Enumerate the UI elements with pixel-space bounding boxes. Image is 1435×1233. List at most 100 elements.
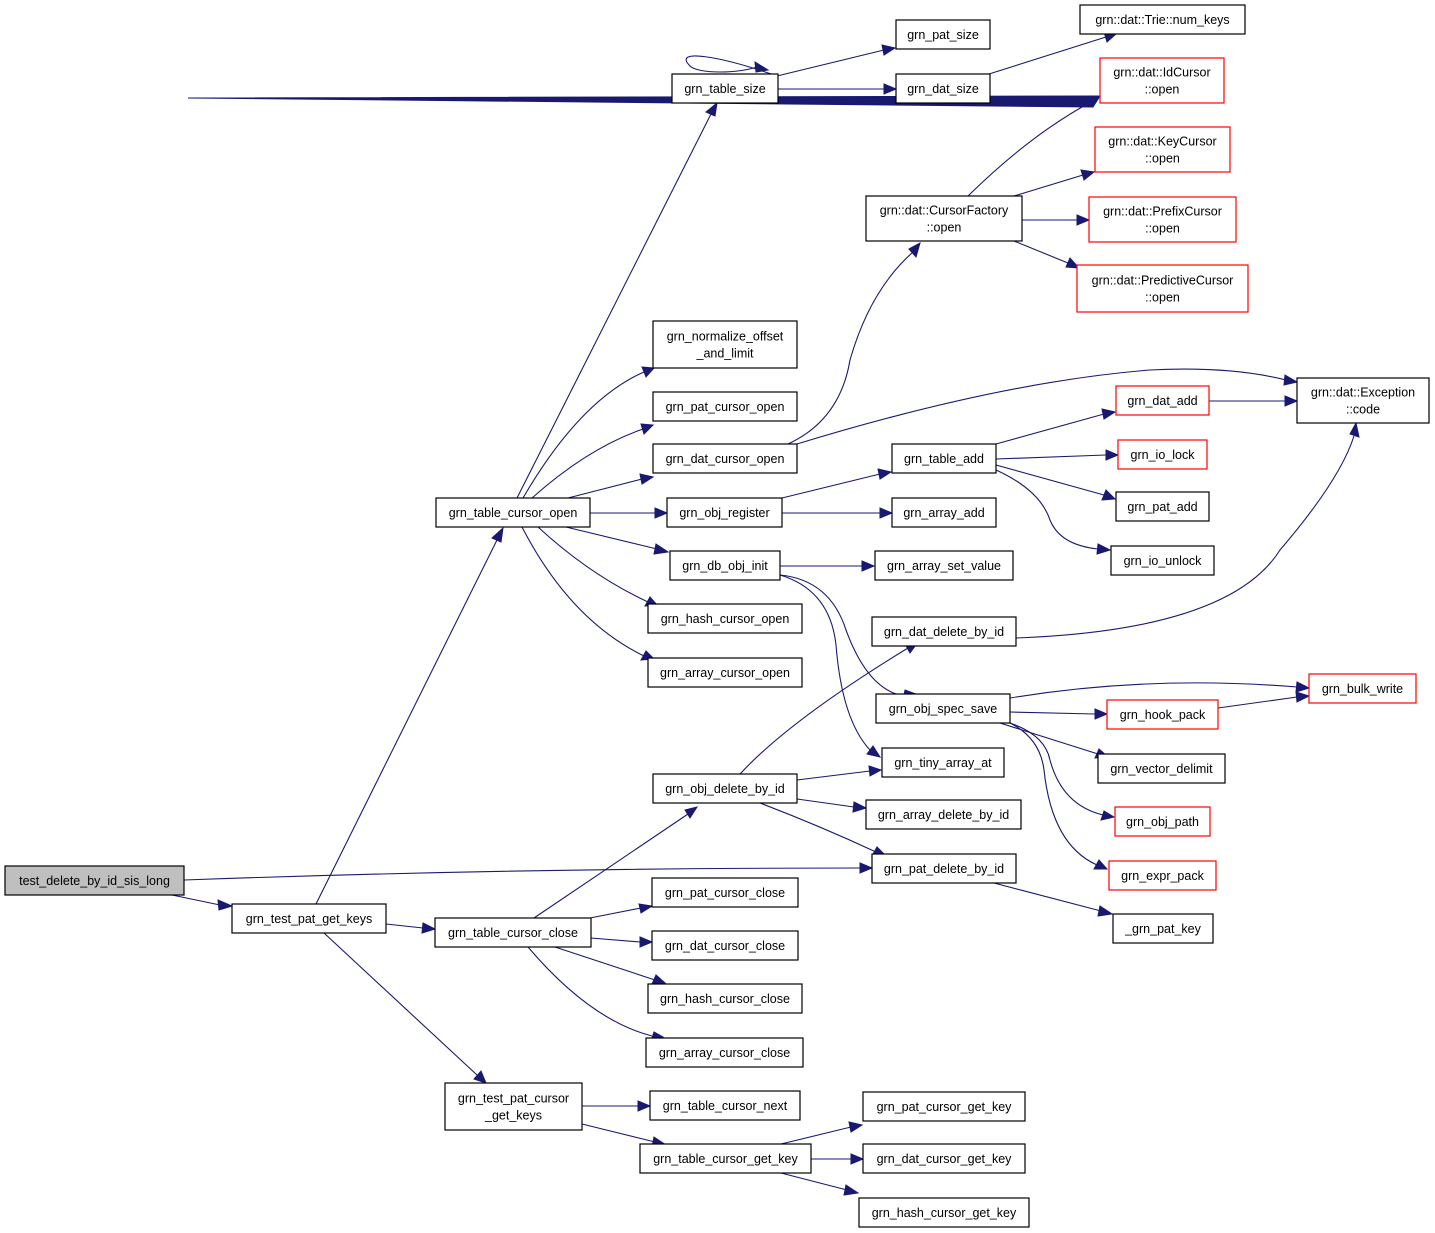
node-grn-normalize-offset-and-limit[interactable]: grn_normalize_offset_and_limit	[652, 320, 798, 369]
node-grn-dat-PrefixCursor-open[interactable]: grn::dat::PrefixCursor::open	[1088, 196, 1237, 243]
node-grn-hook-pack[interactable]: grn_hook_pack	[1106, 699, 1219, 730]
arrowhead-icon	[1100, 810, 1116, 821]
call-edge-line	[533, 813, 689, 919]
node-box	[669, 550, 781, 581]
node-grn-table-size[interactable]: grn_table_size	[671, 73, 779, 104]
call-edge-line	[999, 722, 1099, 755]
call-edge-line	[780, 1172, 848, 1191]
call-edge-line	[739, 647, 909, 775]
node-grn-array-cursor-open[interactable]: grn_array_cursor_open	[647, 657, 803, 688]
node-box	[1115, 491, 1210, 522]
node-grn-obj-path[interactable]: grn_obj_path	[1114, 806, 1211, 837]
node-box	[647, 983, 803, 1014]
node-grn-vector-delimit[interactable]: grn_vector_delimit	[1097, 753, 1226, 784]
node-grn-obj-spec-save[interactable]: grn_obj_spec_save	[875, 693, 1011, 724]
node-grn-pat-cursor-get-key[interactable]: grn_pat_cursor_get_key	[862, 1091, 1026, 1122]
call-edge	[780, 1121, 864, 1145]
node-grn-obj-register[interactable]: grn_obj_register	[666, 497, 783, 528]
node-grn-obj-delete-by-id[interactable]: grn_obj_delete_by_id	[652, 773, 798, 804]
node-grn-db-obj-init[interactable]: grn_db_obj_init	[669, 550, 781, 581]
call-edge-line	[988, 36, 1107, 75]
node-label: grn_hash_cursor_close	[660, 992, 790, 1006]
node-grn-hash-cursor-get-key[interactable]: grn_hash_cursor_get_key	[858, 1197, 1030, 1228]
node-grn-hash-cursor-close[interactable]: grn_hash_cursor_close	[647, 983, 803, 1014]
node-label: grn_bulk_write	[1322, 682, 1403, 696]
arrowhead-icon	[1096, 543, 1112, 555]
node-grn-array-add[interactable]: grn_array_add	[891, 497, 997, 528]
node-label: grn_db_obj_init	[682, 559, 768, 573]
node-label: grn_pat_delete_by_id	[884, 862, 1004, 876]
node-grn-array-delete-by-id[interactable]: grn_array_delete_by_id	[865, 799, 1022, 830]
call-edge	[1022, 214, 1091, 226]
node-grn-pat-delete-by-id[interactable]: grn_pat_delete_by_id	[871, 853, 1017, 884]
call-edge	[1209, 395, 1299, 407]
node-grn-table-cursor-next[interactable]: grn_table_cursor_next	[649, 1090, 801, 1121]
node-grn-hash-cursor-open[interactable]: grn_hash_cursor_open	[647, 603, 803, 634]
node-grn-pat-cursor-close[interactable]: grn_pat_cursor_close	[651, 877, 799, 908]
arrowhead-icon	[1295, 691, 1311, 703]
node-grn-pat-cursor-open[interactable]: grn_pat_cursor_open	[652, 391, 798, 422]
node-grn-array-cursor-close[interactable]: grn_array_cursor_close	[645, 1037, 804, 1068]
node-grn-bulk-write[interactable]: grn_bulk_write	[1308, 673, 1417, 704]
node-box	[645, 1037, 804, 1068]
node-box	[1115, 385, 1210, 416]
node-grn-pat-key[interactable]: _grn_pat_key	[1112, 913, 1214, 944]
node-grn-pat-add[interactable]: grn_pat_add	[1115, 491, 1210, 522]
node-grn-table-add[interactable]: grn_table_add	[891, 443, 997, 474]
node-grn-dat-cursor-close[interactable]: grn_dat_cursor_close	[651, 930, 799, 961]
call-edge-line	[779, 574, 871, 751]
arrowhead-icon	[908, 241, 921, 259]
node-label: ::open	[1145, 222, 1180, 236]
node-label: grn_dat_cursor_open	[666, 452, 785, 466]
node-grn-dat-cursor-get-key[interactable]: grn_dat_cursor_get_key	[862, 1143, 1026, 1174]
node-label: grn_io_lock	[1131, 448, 1196, 462]
call-edge	[527, 946, 665, 1042]
node-grn-dat-add[interactable]: grn_dat_add	[1115, 385, 1210, 416]
node-grn-dat-CursorFactory-open[interactable]: grn::dat::CursorFactory::open	[865, 195, 1023, 242]
call-edge	[781, 468, 893, 499]
node-grn-io-unlock[interactable]: grn_io_unlock	[1110, 545, 1215, 576]
call-edge	[567, 473, 655, 499]
node-label: grn_table_size	[684, 82, 765, 96]
node-label: grn_dat_add	[1127, 394, 1197, 408]
node-grn-test-pat-get-keys[interactable]: grn_test_pat_get_keys	[231, 903, 387, 934]
node-grn-pat-size[interactable]: grn_pat_size	[895, 19, 991, 50]
arrowhead-icon	[1094, 708, 1109, 720]
call-edge	[796, 765, 883, 781]
call-edge-line	[565, 526, 658, 550]
call-edge-line	[967, 101, 1092, 197]
node-label: grn_pat_cursor_get_key	[877, 1100, 1013, 1114]
node-grn-dat-size[interactable]: grn_dat_size	[895, 73, 991, 104]
node-test-delete-by-id-sis-long[interactable]: test_delete_by_id_sis_long	[4, 865, 185, 896]
call-edge-line	[780, 1126, 852, 1145]
node-box	[649, 1090, 801, 1121]
node-box	[1076, 264, 1249, 313]
node-grn-array-set-value[interactable]: grn_array_set_value	[874, 550, 1014, 581]
call-edge	[171, 894, 234, 911]
node-grn-io-lock[interactable]: grn_io_lock	[1117, 439, 1208, 470]
node-grn-table-cursor-close[interactable]: grn_table_cursor_close	[434, 917, 592, 948]
node-grn-dat-delete-by-id[interactable]: grn_dat_delete_by_id	[871, 616, 1017, 647]
call-edge	[685, 55, 778, 77]
arrowhead-icon	[651, 974, 667, 985]
call-edge-line	[183, 867, 861, 881]
call-edge-line	[1217, 696, 1298, 709]
node-grn-expr-pack[interactable]: grn_expr_pack	[1108, 860, 1217, 891]
node-grn-dat-Trie-num-keys[interactable]: grn::dat::Trie::num_keys	[1079, 4, 1246, 35]
node-label: grn_array_cursor_open	[660, 666, 790, 680]
node-grn-dat-Exception-code[interactable]: grn::dat::Exception::code	[1296, 377, 1430, 424]
node-label: grn_array_cursor_close	[659, 1046, 790, 1060]
node-grn-tiny-array-at[interactable]: grn_tiny_array_at	[881, 747, 1005, 778]
node-grn-table-cursor-get-key[interactable]: grn_table_cursor_get_key	[639, 1143, 812, 1174]
node-box	[1114, 806, 1211, 837]
node-grn-dat-cursor-open[interactable]: grn_dat_cursor_open	[652, 443, 798, 474]
node-grn-dat-IdCursor-open[interactable]: grn::dat::IdCursor::open	[1099, 57, 1225, 104]
node-grn-dat-PredictiveCursor-open[interactable]: grn::dat::PredictiveCursor::open	[1076, 264, 1249, 313]
node-grn-dat-KeyCursor-open[interactable]: grn::dat::KeyCursor::open	[1094, 126, 1231, 173]
node-grn-table-cursor-open[interactable]: grn_table_cursor_open	[435, 497, 591, 528]
arrowhead-icon	[1295, 681, 1311, 693]
node-box	[1099, 57, 1225, 104]
node-box	[862, 1143, 1026, 1174]
node-grn-test-pat-cursor-get-keys[interactable]: grn_test_pat_cursor_get_keys	[444, 1082, 583, 1131]
